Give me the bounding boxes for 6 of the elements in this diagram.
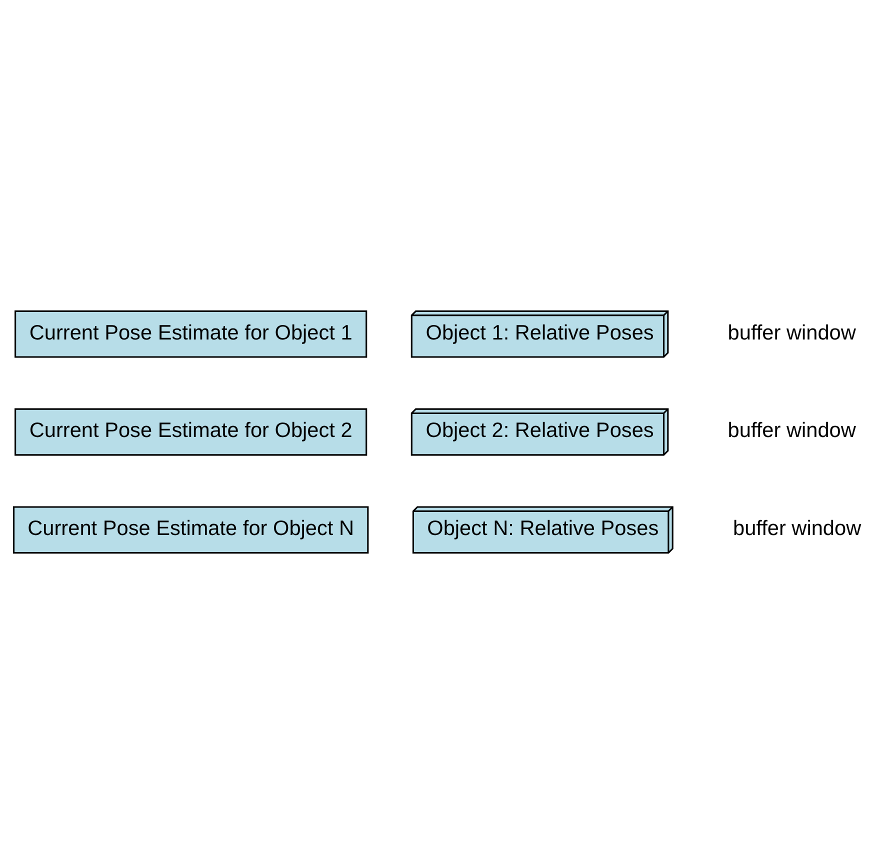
- node-box: Current Pose Estimate for Object 1: [14, 310, 368, 358]
- node-box: Current Pose Estimate for Object N: [12, 506, 369, 554]
- node-label: buffer window: [733, 516, 862, 540]
- node-box: Current Pose Estimate for Object 2: [14, 408, 368, 456]
- node-label: buffer window: [728, 320, 856, 344]
- node-label: buffer window: [728, 418, 856, 442]
